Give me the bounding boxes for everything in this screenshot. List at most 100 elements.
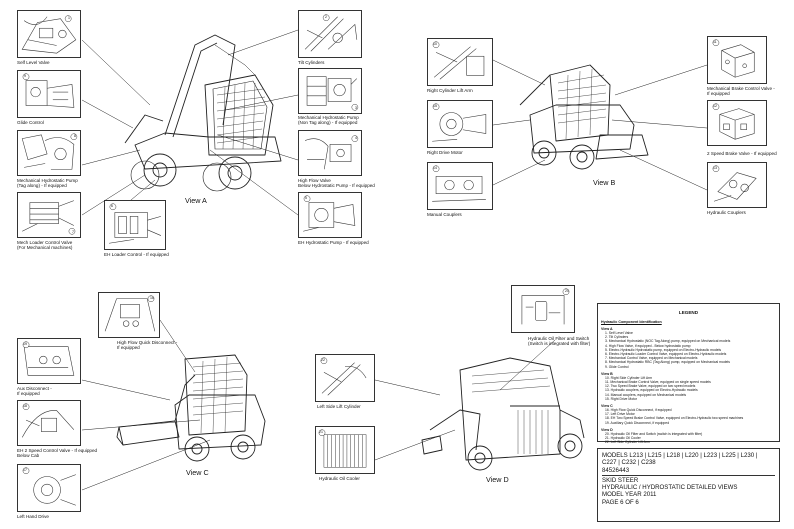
callout-14: 14 bbox=[433, 166, 437, 170]
legend-item: 18. EH Two Speed Brake Control Valve, eq… bbox=[605, 416, 744, 421]
label-left-drive: Left Hand Drive bbox=[17, 514, 49, 519]
label-mech-loader-1: Mech Loader Control Valve bbox=[17, 240, 73, 245]
label-two-speed-brake: 2 Speed Brake Valve - If equipped bbox=[707, 151, 777, 156]
label-hydraulic-couplers: Hydraulic Couplers bbox=[707, 210, 746, 215]
label-eh-loader: EH Loader Control - If equipped bbox=[104, 252, 169, 257]
label-filter-1: Hydraulic Oil Filter and Switch bbox=[528, 336, 590, 341]
detail-two-speed-brake: 12 bbox=[707, 100, 767, 146]
machine-view-c bbox=[115, 345, 285, 465]
detail-high-flow-qd: 16 bbox=[98, 292, 160, 338]
detail-self-level-valve: 1 bbox=[17, 10, 81, 58]
detail-hydraulic-couplers: 13 bbox=[707, 162, 767, 208]
detail-glide-control: 9 bbox=[17, 70, 81, 118]
callout-12: 12 bbox=[713, 104, 717, 108]
callout-5: 5 bbox=[305, 196, 307, 200]
label-glide-control: Glide Control bbox=[17, 120, 44, 125]
legend: LEGEND Hydraulic Component Identificatio… bbox=[597, 303, 780, 444]
detail-mech-pump-tag: 8 bbox=[17, 130, 81, 176]
view-b-label: View B bbox=[593, 178, 616, 187]
legend-item: 10. Right Side Cylinder Lift Arm bbox=[605, 375, 653, 380]
detail-manual-couplers: 14 bbox=[427, 162, 493, 210]
callout-4: 4 bbox=[355, 136, 357, 140]
legend-item: 4. High Flow Valve, if equipped - Below … bbox=[605, 343, 691, 348]
legend-group-title: View A bbox=[601, 327, 613, 331]
title-page: PAGE 6 OF 6 bbox=[602, 498, 639, 506]
title-description-1: HYDRAULIC / HYDROSTATIC DETAILED VIEWS bbox=[602, 484, 738, 492]
label-mech-loader-2: (For Mechanical machines) bbox=[17, 245, 73, 250]
detail-right-drive-motor: 15 bbox=[427, 100, 493, 148]
legend-item: 13. Hydraulic couplers, equipped on Elec… bbox=[605, 388, 698, 393]
detail-tilt-cylinders: 2 bbox=[298, 10, 362, 58]
label-mech-pump-tag-2: (Tag along) - If equipped bbox=[17, 183, 67, 188]
machine-view-d bbox=[420, 350, 595, 475]
detail-mech-pump-nontag: 3 bbox=[298, 68, 362, 114]
legend-item: 15. Right Drive Motor bbox=[605, 396, 638, 401]
legend-item: 8. Mechanical Hydrostatic RBC (Tag Along… bbox=[605, 360, 730, 365]
legend-group-title: View B bbox=[601, 371, 613, 376]
callout-21: 21 bbox=[319, 430, 323, 434]
title-type: SKID STEER bbox=[602, 476, 639, 484]
machine-view-b bbox=[510, 45, 650, 175]
legend-item: 16. High Flow Quick Disconnect, if equip… bbox=[605, 408, 672, 413]
detail-eh2-speed-valve: 18 bbox=[17, 400, 81, 446]
title-models-1: MODELS L213 | L215 | L218 | L220 | L223 … bbox=[602, 452, 758, 459]
callout-9: 9 bbox=[24, 74, 26, 78]
callout-8: 8 bbox=[74, 134, 76, 138]
detail-left-drive: 17 bbox=[17, 464, 81, 512]
legend-item: 3. Mechanical Hydrostatic (NOC Tag Along… bbox=[605, 339, 731, 344]
legend-item: 1. Self Level Valve bbox=[605, 331, 633, 335]
detail-right-lift-cylinder: 10 bbox=[427, 38, 493, 86]
label-oil-cooler: Hydraulic Oil Cooler bbox=[319, 476, 360, 481]
label-aux-disc-1: Aux Disconnect - bbox=[17, 386, 52, 391]
legend-item: 11. Mechanical Brake Control Valve, equi… bbox=[605, 380, 711, 385]
legend-title: LEGEND bbox=[678, 310, 699, 315]
callout-19: 19 bbox=[23, 342, 27, 346]
callout-3: 3 bbox=[355, 106, 357, 110]
legend-item: 22. Left Side Cylinder Lift Arm bbox=[605, 440, 650, 445]
detail-aux-disconnect: 19 bbox=[17, 338, 81, 384]
legend-item: 19. Auxiliary Quick Disconnect, if equip… bbox=[605, 420, 670, 425]
label-manual-couplers: Manual Couplers bbox=[427, 212, 462, 217]
label-high-flow-qd-1: High Flow Quick Disconnect - bbox=[117, 340, 178, 345]
callout-22: 22 bbox=[321, 358, 325, 362]
label-tilt-cylinders: Tilt Cylinders bbox=[298, 60, 325, 65]
view-d-label: View D bbox=[486, 475, 509, 484]
callout-13: 13 bbox=[713, 166, 717, 170]
callout-1: 1 bbox=[68, 16, 70, 20]
legend-item: 12. Two Speed Brake Valve, equipped on t… bbox=[605, 384, 696, 389]
legend-item: 21. Hydraulic Oil Cooler bbox=[605, 436, 641, 441]
title-divider bbox=[602, 474, 775, 476]
callout-10: 10 bbox=[433, 42, 437, 46]
detail-oil-filter: 20 bbox=[511, 285, 575, 333]
view-c-label: View C bbox=[186, 468, 209, 477]
title-models-2: C227 | C232 | C238 bbox=[602, 459, 656, 467]
label-filter-2: (Switch is integrated with filter) bbox=[528, 341, 591, 346]
label-eh2-2: Below Cab bbox=[17, 453, 40, 458]
callout-11: 11 bbox=[713, 40, 717, 44]
detail-eh-hydrostatic-pump: 5 bbox=[298, 192, 362, 238]
callout-16: 16 bbox=[150, 296, 154, 300]
legend-item: 20. Hydraulic Oil Filter and Switch (swi… bbox=[605, 431, 703, 436]
legend-group-title: View C bbox=[601, 404, 613, 409]
label-mech-pump-nontag-2: (Non Tag along) - If equipped bbox=[298, 120, 358, 125]
legend-item: 6. Electro-Hydraulic Loader Control Valv… bbox=[605, 352, 727, 357]
legend-item: 9. Glide Control bbox=[605, 364, 629, 369]
label-mech-brake-1: Mechanical Brake Control Valve - bbox=[707, 86, 775, 91]
callout-20: 20 bbox=[565, 289, 569, 293]
machine-view-a bbox=[105, 25, 295, 200]
legend-group-title: View D bbox=[601, 427, 613, 432]
legend-item: 14. Manual couplers, equipped on Mechani… bbox=[605, 392, 687, 397]
title-description-2: MODEL YEAR 2011 bbox=[602, 491, 657, 499]
label-high-flow-2: Below Hydrostatic Pump - If equipped bbox=[298, 183, 375, 188]
callout-2: 2 bbox=[325, 15, 327, 19]
label-eh2-1: EH 2 Speed Control Valve - If equipped bbox=[17, 448, 98, 453]
callout-7: 7 bbox=[72, 230, 74, 234]
label-self-level-valve: Self Level Valve bbox=[17, 60, 50, 65]
legend-subtitle: Hydraulic Component Identification bbox=[601, 320, 662, 324]
label-mech-pump-nontag-1: Mechanical Hydrostatic Pump bbox=[298, 115, 359, 120]
legend-item: 7. Mechanical Control Valve, equipped on… bbox=[605, 356, 698, 361]
label-high-flow-1: High Flow Valve bbox=[298, 178, 331, 183]
label-mech-pump-tag-1: Mechanical Hydrostatic Pump bbox=[17, 178, 78, 183]
detail-mech-loader-valve: 7 bbox=[17, 192, 81, 238]
